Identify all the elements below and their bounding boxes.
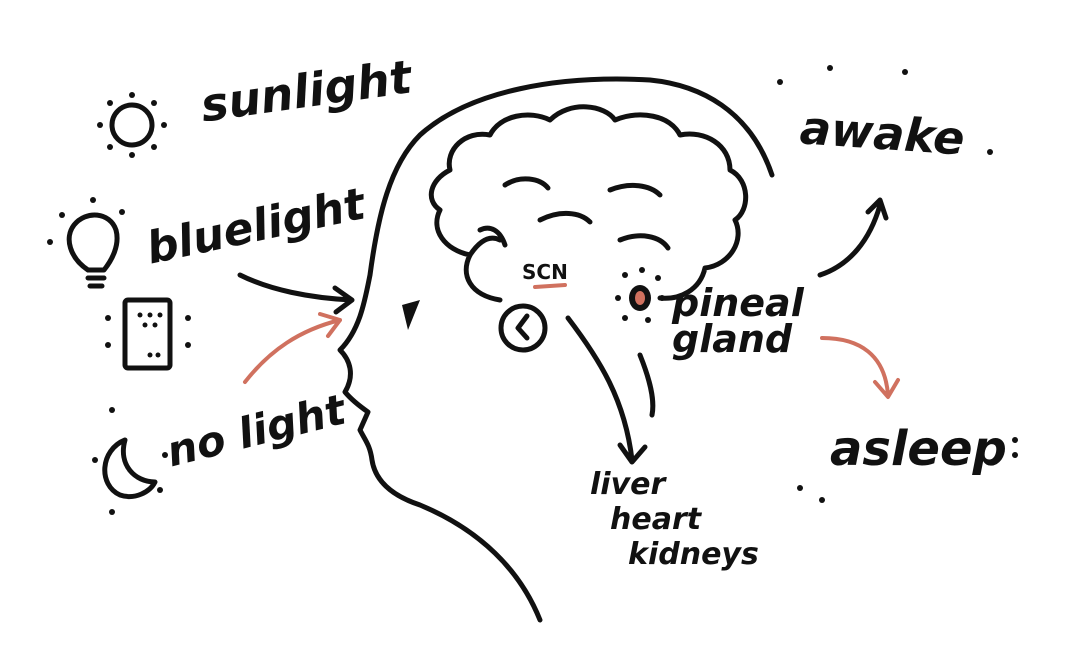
pineal-gland-label: pineal gland [672, 281, 804, 362]
tablet-device-icon [122, 297, 173, 371]
lightbulb-icon [47, 197, 125, 289]
sun-icon [97, 92, 167, 158]
awake-label: awake [798, 100, 967, 166]
pineal-gland-icon [615, 267, 665, 323]
organ-heart: heart [610, 502, 702, 537]
bluelight-arrow [237, 272, 355, 315]
nolight-arrow [243, 312, 342, 384]
brain-fold [537, 211, 593, 225]
brain-fold [617, 233, 671, 251]
organ-kidneys: kidneys [628, 537, 759, 572]
awake-arrow [817, 197, 889, 278]
eye-icon [402, 300, 420, 330]
brain-fold [607, 182, 663, 198]
moon-icon [102, 437, 158, 499]
decor-dots [92, 65, 1018, 515]
pineal-line [637, 352, 656, 418]
scn-label: SCN [522, 260, 568, 284]
asleep-label: asleep [830, 421, 1007, 477]
clock-icon [498, 303, 548, 353]
brain-fold [467, 225, 508, 258]
scn-underline [533, 283, 567, 289]
organ-liver: liver [590, 467, 666, 502]
head-outline [337, 76, 775, 623]
asleep-arrow [820, 336, 900, 399]
scn-organs-arrow [565, 315, 648, 465]
brain-outline [428, 104, 749, 303]
brain-fold [502, 176, 551, 191]
